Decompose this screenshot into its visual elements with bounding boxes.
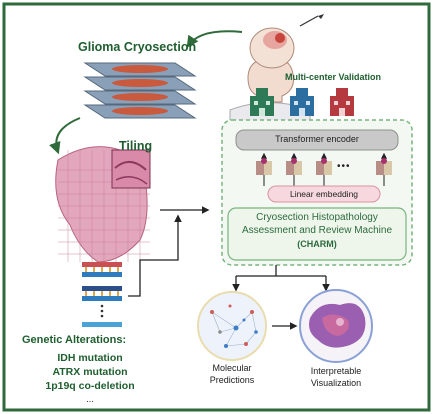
genetic-item-idh: IDH mutation — [57, 352, 123, 364]
multi-center-validation-label: Multi-center Validation — [285, 72, 382, 82]
molecular-label-2: Predictions — [209, 375, 255, 385]
interpretable-label-1: Interpretable — [310, 366, 362, 376]
charm-acronym: (CHARM) — [297, 239, 337, 249]
token-column — [256, 158, 272, 175]
genetic-item-atrx: ATRX mutation — [52, 366, 128, 378]
arrow-genetics-to-model — [128, 214, 182, 297]
slide — [83, 76, 197, 91]
genetic-item-1p19q: 1p19q co-deletion — [45, 380, 135, 392]
slide — [83, 62, 197, 77]
slide — [83, 90, 197, 105]
transformer-encoder-bar — [235, 129, 399, 151]
title-glioma-cryosection: Glioma Cryosection — [78, 40, 197, 54]
transformer-encoder-label: Transformer encoder — [275, 134, 359, 144]
genetic-more: ... — [86, 394, 94, 404]
linear-embedding-label: Linear embedding — [289, 189, 359, 199]
arrow-head-to-slides — [186, 30, 243, 48]
arrow-slides-to-tiling — [49, 117, 81, 155]
charm-line-2: Assessment and Review Machine — [241, 225, 393, 236]
hospital-green — [250, 88, 274, 116]
token-column — [376, 158, 392, 175]
charm-name-box — [227, 207, 407, 261]
cryosection-slides-stack — [83, 62, 197, 119]
output-branch-arrows — [232, 265, 330, 292]
hospital-red — [330, 88, 354, 116]
tiling-label: Tiling — [119, 139, 153, 153]
genetic-alterations-heading: Genetic Alterations: — [22, 334, 127, 346]
hospital-blue — [290, 88, 314, 116]
dna-strands-icon — [82, 262, 122, 327]
molecular-predictions-graph — [197, 291, 267, 361]
linear-embedding-bar — [267, 185, 381, 203]
tiled-tissue-image — [55, 146, 151, 263]
token-ellipsis: ••• — [337, 161, 351, 172]
interpretable-label-2: Visualization — [310, 378, 362, 388]
token-column — [316, 158, 332, 175]
molecular-label-1: Molecular — [212, 363, 252, 373]
slide — [83, 104, 197, 119]
charm-line-1: Cryosection Histopathology — [256, 212, 378, 223]
token-column — [286, 158, 302, 175]
interpretable-visualization-image — [299, 289, 373, 363]
